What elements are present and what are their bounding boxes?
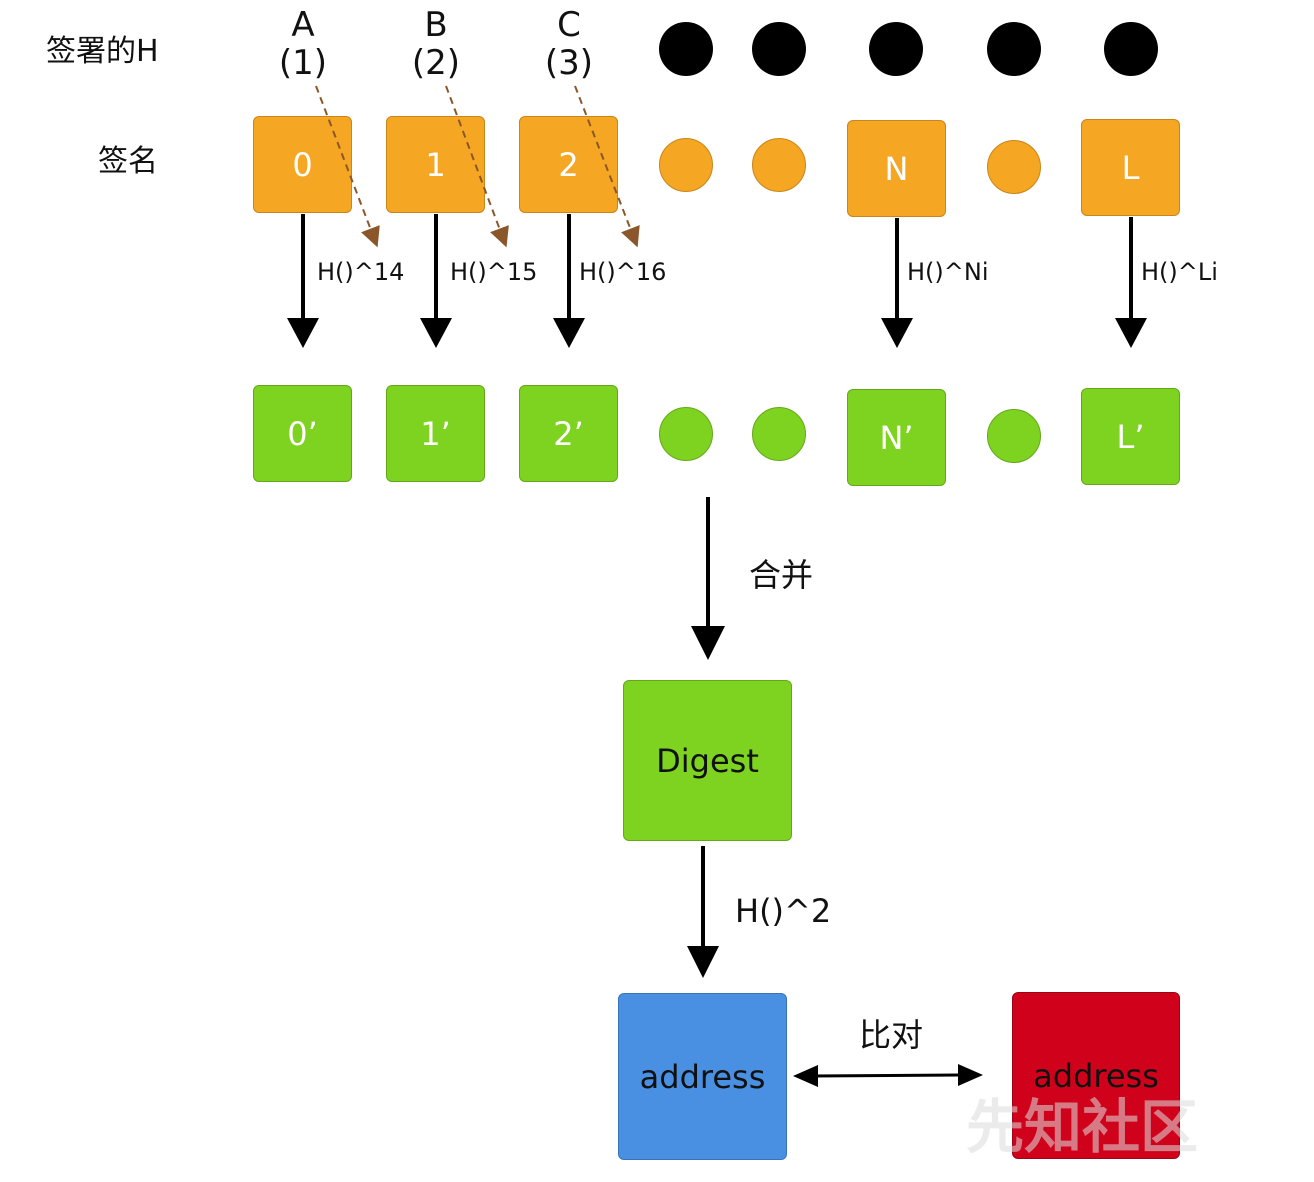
arrow-head <box>691 626 725 660</box>
hashed-box-l: L’ <box>1081 388 1180 485</box>
arrow-head <box>420 318 452 348</box>
edge-label-hni: H()^Ni <box>907 258 989 286</box>
hashed-box-1: 1’ <box>386 385 485 482</box>
arrow-head <box>687 946 719 978</box>
signature-box-l: L <box>1081 119 1180 216</box>
signature-dot <box>659 138 713 192</box>
edge-label-hli: H()^Li <box>1141 258 1218 286</box>
edge-label-h15: H()^15 <box>450 258 538 286</box>
signature-box-1: 1 <box>386 116 485 213</box>
dashed-arrow-c <box>574 85 640 248</box>
hashed-box-2: 2’ <box>519 385 618 482</box>
dashed-arrow-b <box>445 85 509 248</box>
hash-dot <box>1104 22 1158 76</box>
edge-label-h14: H()^14 <box>317 258 405 286</box>
signature-box-2: 2 <box>519 116 618 213</box>
hash-index: (2) <box>411 43 461 83</box>
signature-box-0: 0 <box>253 116 352 213</box>
hashed-dot <box>659 407 713 461</box>
hash-dot <box>659 22 713 76</box>
arrow-head <box>881 318 913 348</box>
edge-label-h16: H()^16 <box>579 258 667 286</box>
hash-letter: B <box>424 5 448 45</box>
signature-dot <box>752 138 806 192</box>
hash-label-b: B (2) <box>396 6 476 82</box>
hash-label-a: A (1) <box>263 6 343 82</box>
compare-label: 比对 <box>859 1016 924 1054</box>
hash-row-label: 签署的H <box>46 34 159 69</box>
signature-dot <box>987 140 1041 194</box>
digest-address-label: H()^2 <box>735 892 832 930</box>
address-target-box: address <box>1012 992 1180 1159</box>
hashed-dot <box>752 407 806 461</box>
arrow-head <box>958 1064 983 1086</box>
address-computed-box: address <box>618 993 787 1160</box>
hash-letter: C <box>557 5 581 45</box>
arrow-head <box>287 318 319 348</box>
hash-index: (3) <box>544 43 594 83</box>
hashed-box-n: N’ <box>847 389 946 486</box>
signature-row-label: 签名 <box>98 144 158 179</box>
hashed-dot <box>987 409 1041 463</box>
arrow-head <box>1115 318 1147 348</box>
digest-box: Digest <box>623 680 792 841</box>
compare-arrow <box>811 1073 961 1078</box>
hash-dot <box>752 22 806 76</box>
watermark: 先知社区 <box>966 1093 1199 1161</box>
hashed-box-0: 0’ <box>253 385 352 482</box>
hash-letter: A <box>291 5 315 45</box>
hash-label-c: C (3) <box>529 6 609 82</box>
dashed-arrow-a <box>315 85 380 248</box>
arrow-head <box>553 318 585 348</box>
hash-dot <box>869 22 923 76</box>
hash-index: (1) <box>278 43 328 83</box>
signature-box-n: N <box>847 120 946 217</box>
merge-label: 合并 <box>749 556 814 594</box>
arrow-head <box>793 1065 818 1087</box>
hash-dot <box>987 22 1041 76</box>
